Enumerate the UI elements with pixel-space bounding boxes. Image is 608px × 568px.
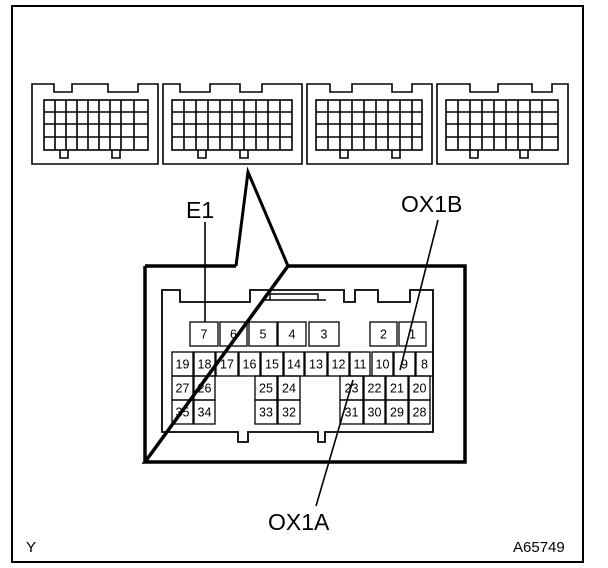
pin-number-28: 28 — [413, 406, 427, 420]
pin-number-13: 13 — [309, 358, 323, 372]
pin-cell — [189, 321, 219, 347]
pin-number-26: 26 — [198, 382, 212, 396]
pin-number-17: 17 — [220, 358, 234, 372]
pin-number-20: 20 — [413, 382, 427, 396]
pin-cell — [193, 399, 216, 425]
connector-block-4 — [436, 83, 569, 165]
pin-number-5: 5 — [260, 328, 267, 342]
pin-cell — [219, 321, 248, 347]
pin-cell — [408, 399, 431, 425]
connector-housing — [161, 289, 434, 443]
pin-cell — [363, 399, 386, 425]
leader-ox1b — [399, 219, 439, 371]
pin-cell — [238, 351, 261, 377]
pin-cell — [369, 321, 398, 347]
pin-cell — [277, 321, 307, 347]
pin-cell — [215, 351, 239, 377]
pin-number-34: 34 — [198, 406, 212, 420]
pin-number-9: 9 — [401, 358, 408, 372]
pin-number-27: 27 — [176, 382, 190, 396]
figure-code: A65749 — [513, 539, 565, 556]
leader-ox1a — [315, 379, 354, 507]
pin-number-10: 10 — [376, 358, 390, 372]
corner-mark-y: Y — [26, 539, 36, 556]
pin-number-22: 22 — [368, 382, 382, 396]
pin-cell — [327, 351, 350, 377]
pin-number-4: 4 — [289, 328, 296, 342]
pin-number-25: 25 — [259, 382, 273, 396]
connector-block-1 — [31, 83, 159, 165]
label-ox1b: OX1B — [401, 191, 462, 217]
pin-cell — [171, 399, 194, 425]
pin-number-15: 15 — [265, 358, 279, 372]
pin-number-11: 11 — [354, 358, 367, 372]
pin-number-24: 24 — [282, 382, 296, 396]
pin-number-1: 1 — [409, 328, 416, 342]
pin-number-21: 21 — [390, 382, 404, 396]
pin-number-12: 12 — [332, 358, 346, 372]
pin-number-30: 30 — [368, 406, 382, 420]
ecu-connector-strip — [31, 83, 569, 165]
pin-number-2: 2 — [380, 328, 387, 342]
pin-number-19: 19 — [176, 358, 190, 372]
pin-cell — [248, 321, 278, 347]
pin-cell — [339, 399, 364, 425]
connector-block-3 — [306, 83, 433, 165]
pin-number-32: 32 — [282, 406, 296, 420]
diagram-frame — [11, 5, 584, 563]
pin-number-7: 7 — [201, 328, 208, 342]
pin-number-6: 6 — [230, 328, 237, 342]
pin-number-29: 29 — [390, 406, 404, 420]
label-e1: E1 — [186, 197, 214, 223]
pin-number-33: 33 — [259, 406, 273, 420]
label-ox1a: OX1A — [268, 509, 330, 535]
pin-cell — [385, 399, 409, 425]
connector-block-2 — [162, 83, 303, 165]
pin-cell — [304, 351, 328, 377]
pin-number-3: 3 — [321, 328, 328, 342]
pin-cells — [171, 321, 434, 425]
pin-number-14: 14 — [287, 358, 301, 372]
pin-cell — [254, 399, 278, 425]
pin-cell — [308, 321, 340, 347]
pin-number-8: 8 — [421, 358, 428, 372]
pin-number-18: 18 — [198, 358, 212, 372]
pin-number-35: 35 — [176, 406, 190, 420]
housing-latch — [262, 293, 326, 301]
pin-number-16: 16 — [243, 358, 257, 372]
callout-wedge — [234, 166, 290, 267]
pin-number-23: 23 — [345, 382, 359, 396]
pin-number-31: 31 — [345, 406, 359, 420]
pin-cell — [277, 399, 301, 425]
